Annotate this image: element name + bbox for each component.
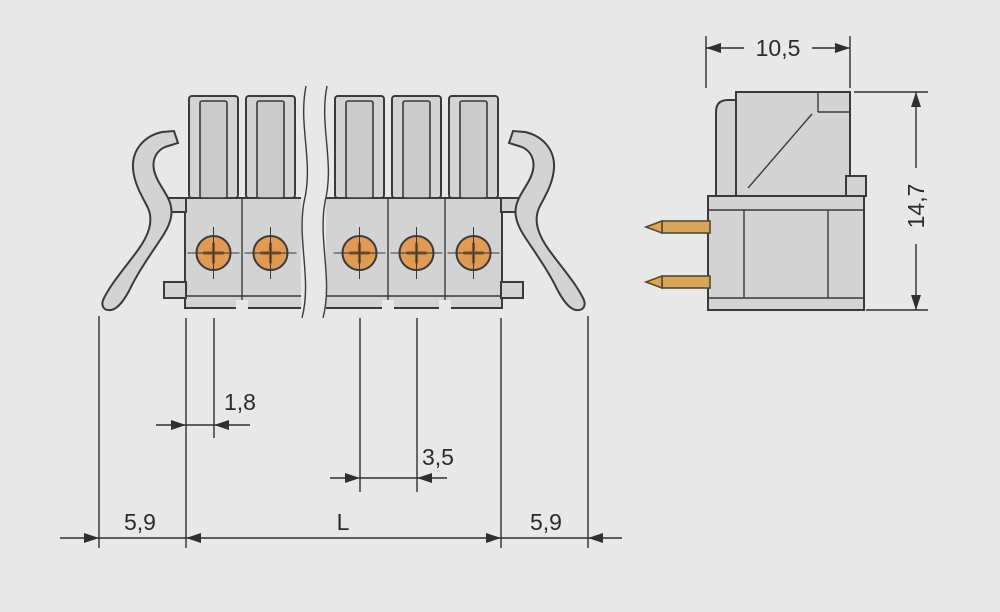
solder-pin-lower bbox=[643, 274, 711, 290]
break-line-right bbox=[322, 85, 330, 319]
contacts bbox=[187, 227, 500, 279]
side-upper-housing bbox=[735, 91, 851, 197]
front-view bbox=[101, 84, 586, 320]
contact-5 bbox=[447, 227, 500, 279]
dim-edge-to-first-pin: 1,8 bbox=[156, 318, 256, 438]
pole-5 bbox=[448, 95, 499, 199]
lever-tab bbox=[500, 281, 524, 299]
bottom-notch bbox=[236, 300, 248, 310]
break-line-left bbox=[301, 85, 309, 319]
side-lever-profile bbox=[715, 99, 737, 197]
contact-4 bbox=[390, 227, 443, 279]
bottom-notch bbox=[382, 300, 394, 310]
contact-2 bbox=[244, 227, 297, 279]
dim-housing-width: 10,5 bbox=[705, 35, 851, 88]
lever-tab bbox=[163, 281, 187, 299]
dim-pin-pitch: 3,5 bbox=[330, 318, 454, 492]
break-lines bbox=[301, 84, 330, 320]
release-lever-left bbox=[101, 129, 187, 312]
pole-2 bbox=[245, 95, 296, 199]
dim-label-edge-to-first-pin: 1,8 bbox=[224, 389, 256, 415]
side-view bbox=[643, 91, 867, 311]
release-lever-right bbox=[500, 129, 586, 312]
side-lower-housing bbox=[707, 195, 865, 311]
dim-label-total-length: L bbox=[337, 509, 350, 535]
dim-label-housing-height: 14,7 bbox=[903, 184, 929, 229]
actuator-button bbox=[345, 100, 374, 199]
lever-arm bbox=[101, 129, 180, 312]
dim-bottom-chain: 5,9 L 5,9 bbox=[60, 316, 622, 548]
pole-1 bbox=[188, 95, 239, 199]
solder-pin-upper bbox=[643, 219, 711, 235]
side-internal-slant bbox=[747, 113, 813, 189]
pole-3 bbox=[334, 95, 385, 199]
dim-housing-height: 14,7 bbox=[854, 91, 929, 311]
dim-label-pin-pitch: 3,5 bbox=[422, 444, 454, 470]
lever-arm bbox=[507, 129, 586, 312]
actuator-button bbox=[256, 100, 285, 199]
break-gap bbox=[301, 84, 326, 320]
dim-label-housing-width: 10,5 bbox=[756, 35, 801, 61]
actuator-button bbox=[459, 100, 488, 199]
pole-4 bbox=[391, 95, 442, 199]
side-latch-tab bbox=[845, 175, 867, 197]
dim-label-left-overhang: 5,9 bbox=[124, 509, 156, 535]
dim-label-right-overhang: 5,9 bbox=[530, 509, 562, 535]
contact-3 bbox=[333, 227, 386, 279]
actuator-button bbox=[402, 100, 431, 199]
actuator-button bbox=[199, 100, 228, 199]
bottom-notch bbox=[439, 300, 451, 310]
contact-1 bbox=[187, 227, 240, 279]
